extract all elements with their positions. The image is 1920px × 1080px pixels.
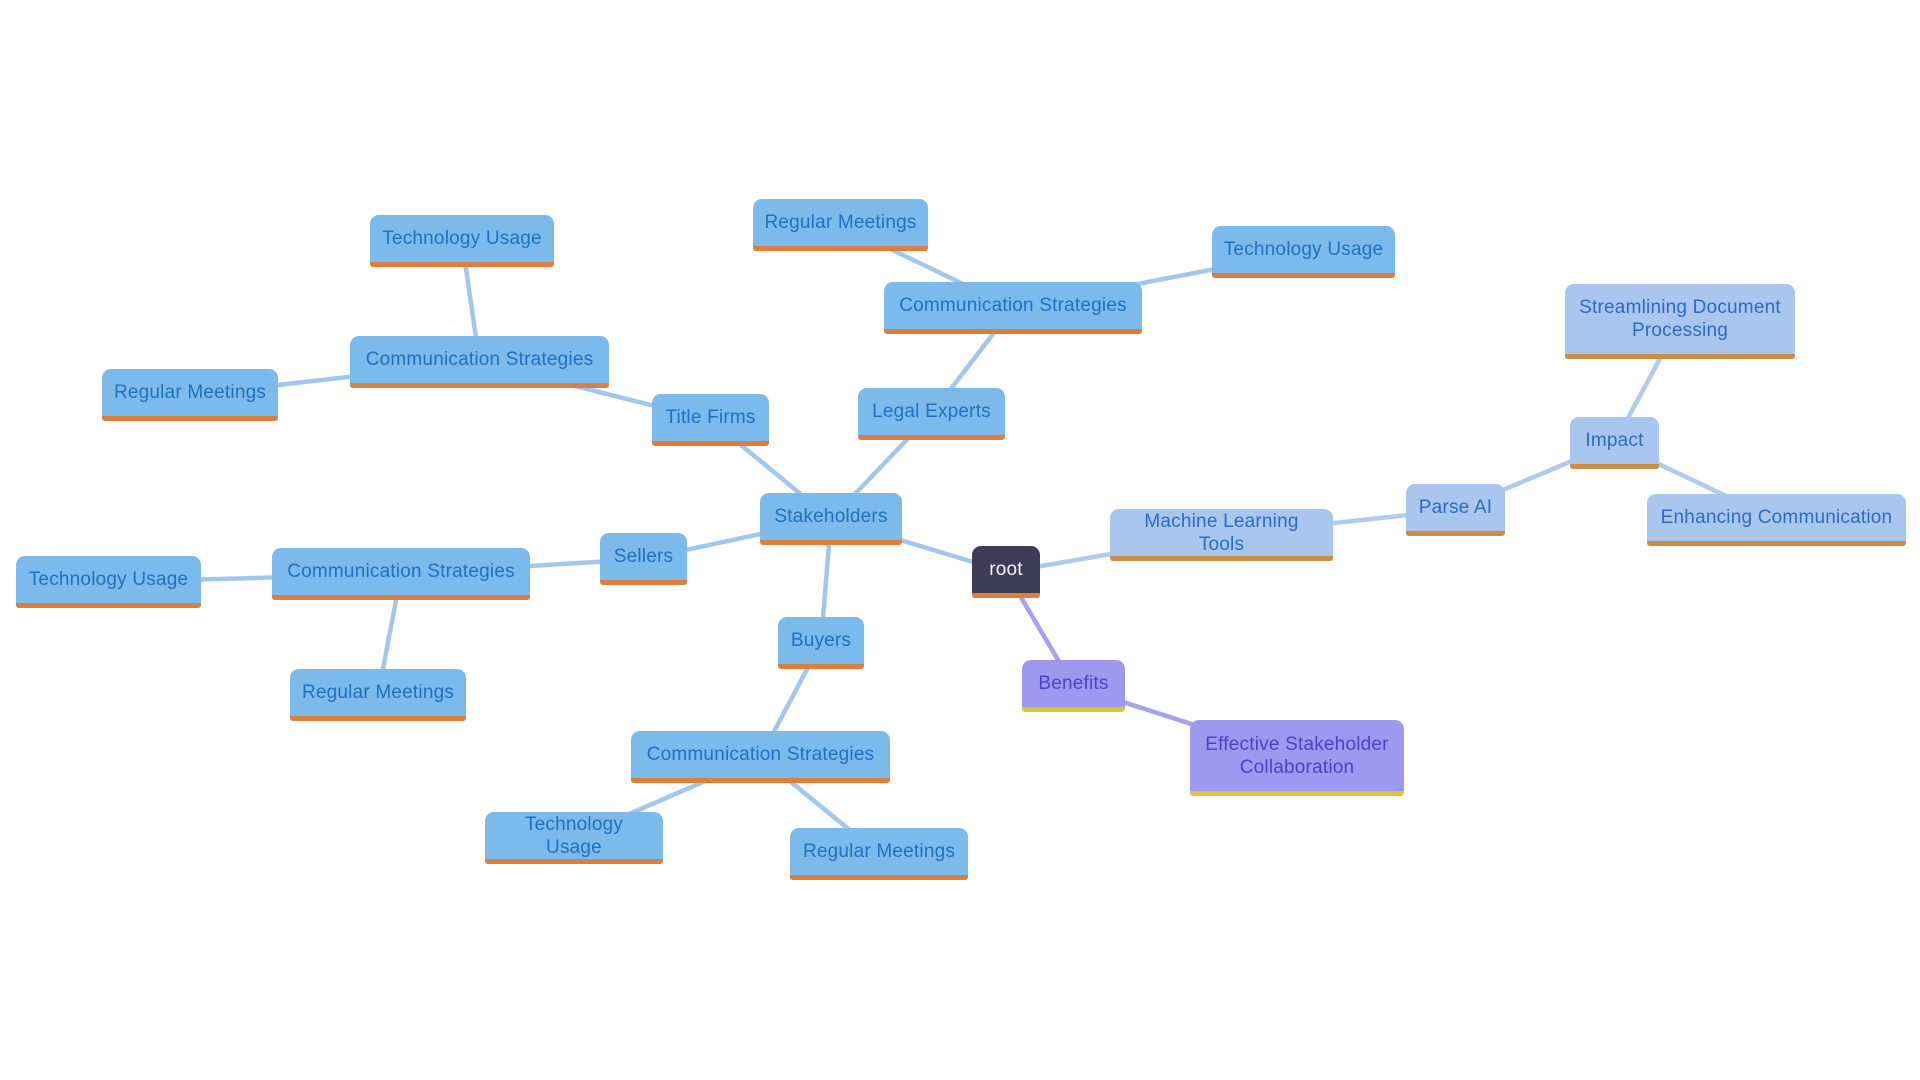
node-regular-meetings-buyers: Regular Meetings (790, 828, 968, 880)
node-label: Technology Usage (382, 228, 542, 249)
node-title-firms: Title Firms (652, 394, 769, 446)
node-regular-meetings-sellers: Regular Meetings (290, 669, 466, 721)
node-label: Regular Meetings (764, 212, 917, 233)
node-regular-meetings-legal: Regular Meetings (753, 199, 928, 251)
node-comm-strategies-legal: Communication Strategies (884, 282, 1142, 334)
node-effective-stakeholder-collaboration: Effective Stakeholder Collaboration (1190, 720, 1404, 796)
node-label: Communication Strategies (646, 744, 875, 765)
node-label: Machine Learning Tools (1144, 510, 1299, 555)
node-regular-meetings-title-firms: Regular Meetings (102, 369, 278, 421)
node-comm-strategies-buyers: Communication Strategies (631, 731, 890, 783)
node-label: Legal Experts (872, 401, 991, 422)
node-enhancing-communication: Enhancing Communication (1647, 494, 1906, 546)
node-label: Stakeholders (774, 506, 888, 527)
node-label: Enhancing Communication (1660, 507, 1893, 528)
node-label: Communication Strategies (287, 561, 515, 582)
node-label: Impact (1585, 430, 1644, 451)
node-buyers: Buyers (778, 617, 864, 669)
node-stakeholders: Stakeholders (760, 493, 902, 545)
node-root: root (972, 546, 1040, 598)
node-label: Communication Strategies (365, 349, 594, 370)
node-technology-usage-title-firms: Technology Usage (370, 215, 554, 267)
node-comm-strategies-title-firms: Communication Strategies (350, 336, 609, 388)
node-label: Buyers (790, 630, 852, 651)
node-label: Regular Meetings (802, 841, 956, 862)
node-label: Technology Usage (28, 569, 189, 590)
node-label: Benefits (1038, 673, 1109, 694)
node-label: Sellers (613, 546, 674, 567)
node-benefits: Benefits (1022, 660, 1125, 712)
node-label: Technology Usage (524, 813, 624, 858)
node-streamlining-document-processing: Streamlining Document Processing (1565, 284, 1795, 359)
node-label: Parse AI (1418, 497, 1493, 518)
node-label: Effective Stakeholder Collaboration (1205, 733, 1389, 778)
node-impact: Impact (1570, 417, 1659, 469)
node-technology-usage-sellers: Technology Usage (16, 556, 201, 608)
node-label: Regular Meetings (113, 382, 267, 403)
node-parse-ai: Parse AI (1406, 484, 1505, 536)
node-sellers: Sellers (600, 533, 687, 585)
node-label: root (989, 559, 1023, 580)
node-label: Streamlining Document Processing (1579, 297, 1781, 341)
node-label: Communication Strategies (899, 295, 1127, 316)
node-comm-strategies-sellers: Communication Strategies (272, 548, 530, 600)
node-label: Technology Usage (1223, 239, 1384, 260)
node-label: Regular Meetings (301, 682, 455, 703)
node-machine-learning-tools: Machine Learning Tools (1110, 509, 1333, 561)
node-label: Title Firms (665, 407, 756, 428)
node-technology-usage-buyers: Technology Usage (485, 812, 663, 864)
node-technology-usage-legal: Technology Usage (1212, 226, 1395, 278)
node-legal-experts: Legal Experts (858, 388, 1005, 440)
